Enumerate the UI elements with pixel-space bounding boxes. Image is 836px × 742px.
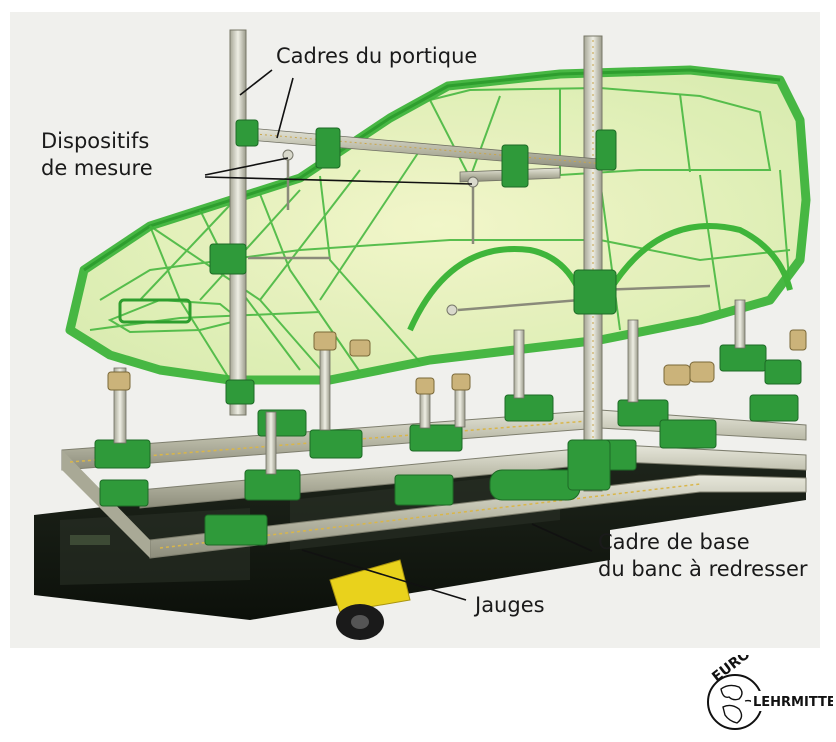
logo-text-right: LEHRMITTEL: [753, 695, 833, 710]
leader-lines: [204, 69, 593, 601]
label-measuring-devices: Dispositifs de mesure: [41, 128, 153, 182]
bench-wheel: [329, 559, 411, 640]
label-measuring-devices-line2: de mesure: [41, 156, 153, 180]
label-base-frame: Cadre de base du banc à redresser: [598, 529, 808, 583]
label-base-frame-line2: du banc à redresser: [598, 557, 808, 581]
gauge-clamp-heads: [107, 329, 807, 395]
label-base-frame-line1: Cadre de base: [598, 530, 750, 554]
label-gauges: Jauges: [475, 593, 545, 617]
gantry-side-clamps: [209, 243, 617, 491]
label-gantry-frames: Cadres du portique: [276, 44, 478, 68]
label-measuring-devices-line1: Dispositifs: [41, 129, 150, 153]
probe-heads: [282, 149, 479, 316]
gantry-crossbar: [235, 119, 617, 188]
europa-lehrmittel-logo: EUROPA LEHRMITTEL: [707, 655, 833, 730]
